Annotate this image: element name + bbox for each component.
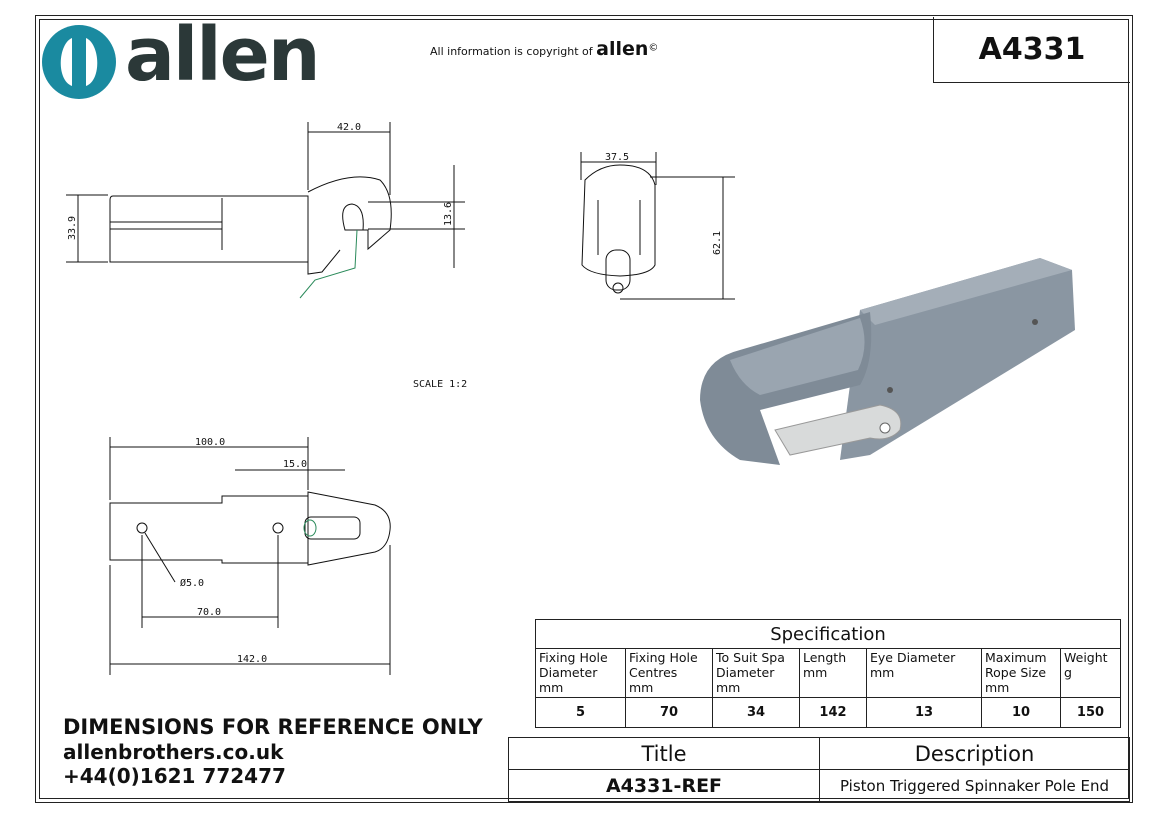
dim-end-height: 62.1	[712, 231, 723, 255]
spec-value: 150	[1060, 697, 1121, 728]
spec-value: 70	[625, 697, 713, 728]
copyright-symbol: ©	[648, 42, 659, 54]
dim-total-length: 142.0	[237, 654, 267, 665]
brand-logo-text: allen	[125, 12, 321, 98]
end-view	[580, 152, 735, 300]
dim-side-width: 42.0	[337, 122, 361, 133]
title-value: A4331-REF	[508, 769, 820, 802]
dim-end-width: 37.5	[605, 152, 629, 163]
website-link[interactable]: allenbrothers.co.uk	[63, 740, 284, 764]
dim-hole-diameter: Ø5.0	[180, 577, 204, 589]
product-render	[700, 258, 1075, 465]
spec-value: 10	[981, 697, 1061, 728]
specification-title: Specification	[535, 619, 1121, 649]
dim-length-100: 100.0	[195, 437, 225, 448]
spec-value-row: 5 70 34 142 13 10 150	[535, 697, 1121, 728]
dim-side-height: 33.9	[67, 216, 78, 240]
copyright-text: All information is copyright of	[430, 45, 593, 58]
dim-length-15: 15.0	[283, 459, 307, 470]
allen-logo-icon	[42, 25, 116, 99]
top-view	[109, 437, 391, 675]
scale-label: SCALE 1:2	[413, 379, 467, 390]
copyright-notice: All information is copyright of allen©	[430, 38, 658, 60]
copyright-brand: allen	[596, 38, 649, 60]
description-value: Piston Triggered Spinnaker Pole End	[819, 769, 1130, 802]
spec-value: 5	[535, 697, 626, 728]
dim-hole-centres: 70.0	[197, 607, 221, 618]
description-label: Description	[819, 737, 1130, 770]
dim-eye-gap: 13.6	[443, 202, 454, 226]
spec-value: 142	[799, 697, 867, 728]
title-block: Title Description A4331-REF Piston Trigg…	[508, 737, 1130, 802]
spec-value: 13	[866, 697, 982, 728]
side-view	[66, 122, 465, 299]
part-number: A4331	[933, 17, 1130, 83]
phone-number: +44(0)1621 772477	[63, 764, 286, 788]
drawing-frame-outer	[35, 15, 1133, 803]
title-label: Title	[508, 737, 820, 770]
disclaimer: DIMENSIONS FOR REFERENCE ONLY	[63, 715, 483, 739]
spec-value: 34	[712, 697, 800, 728]
